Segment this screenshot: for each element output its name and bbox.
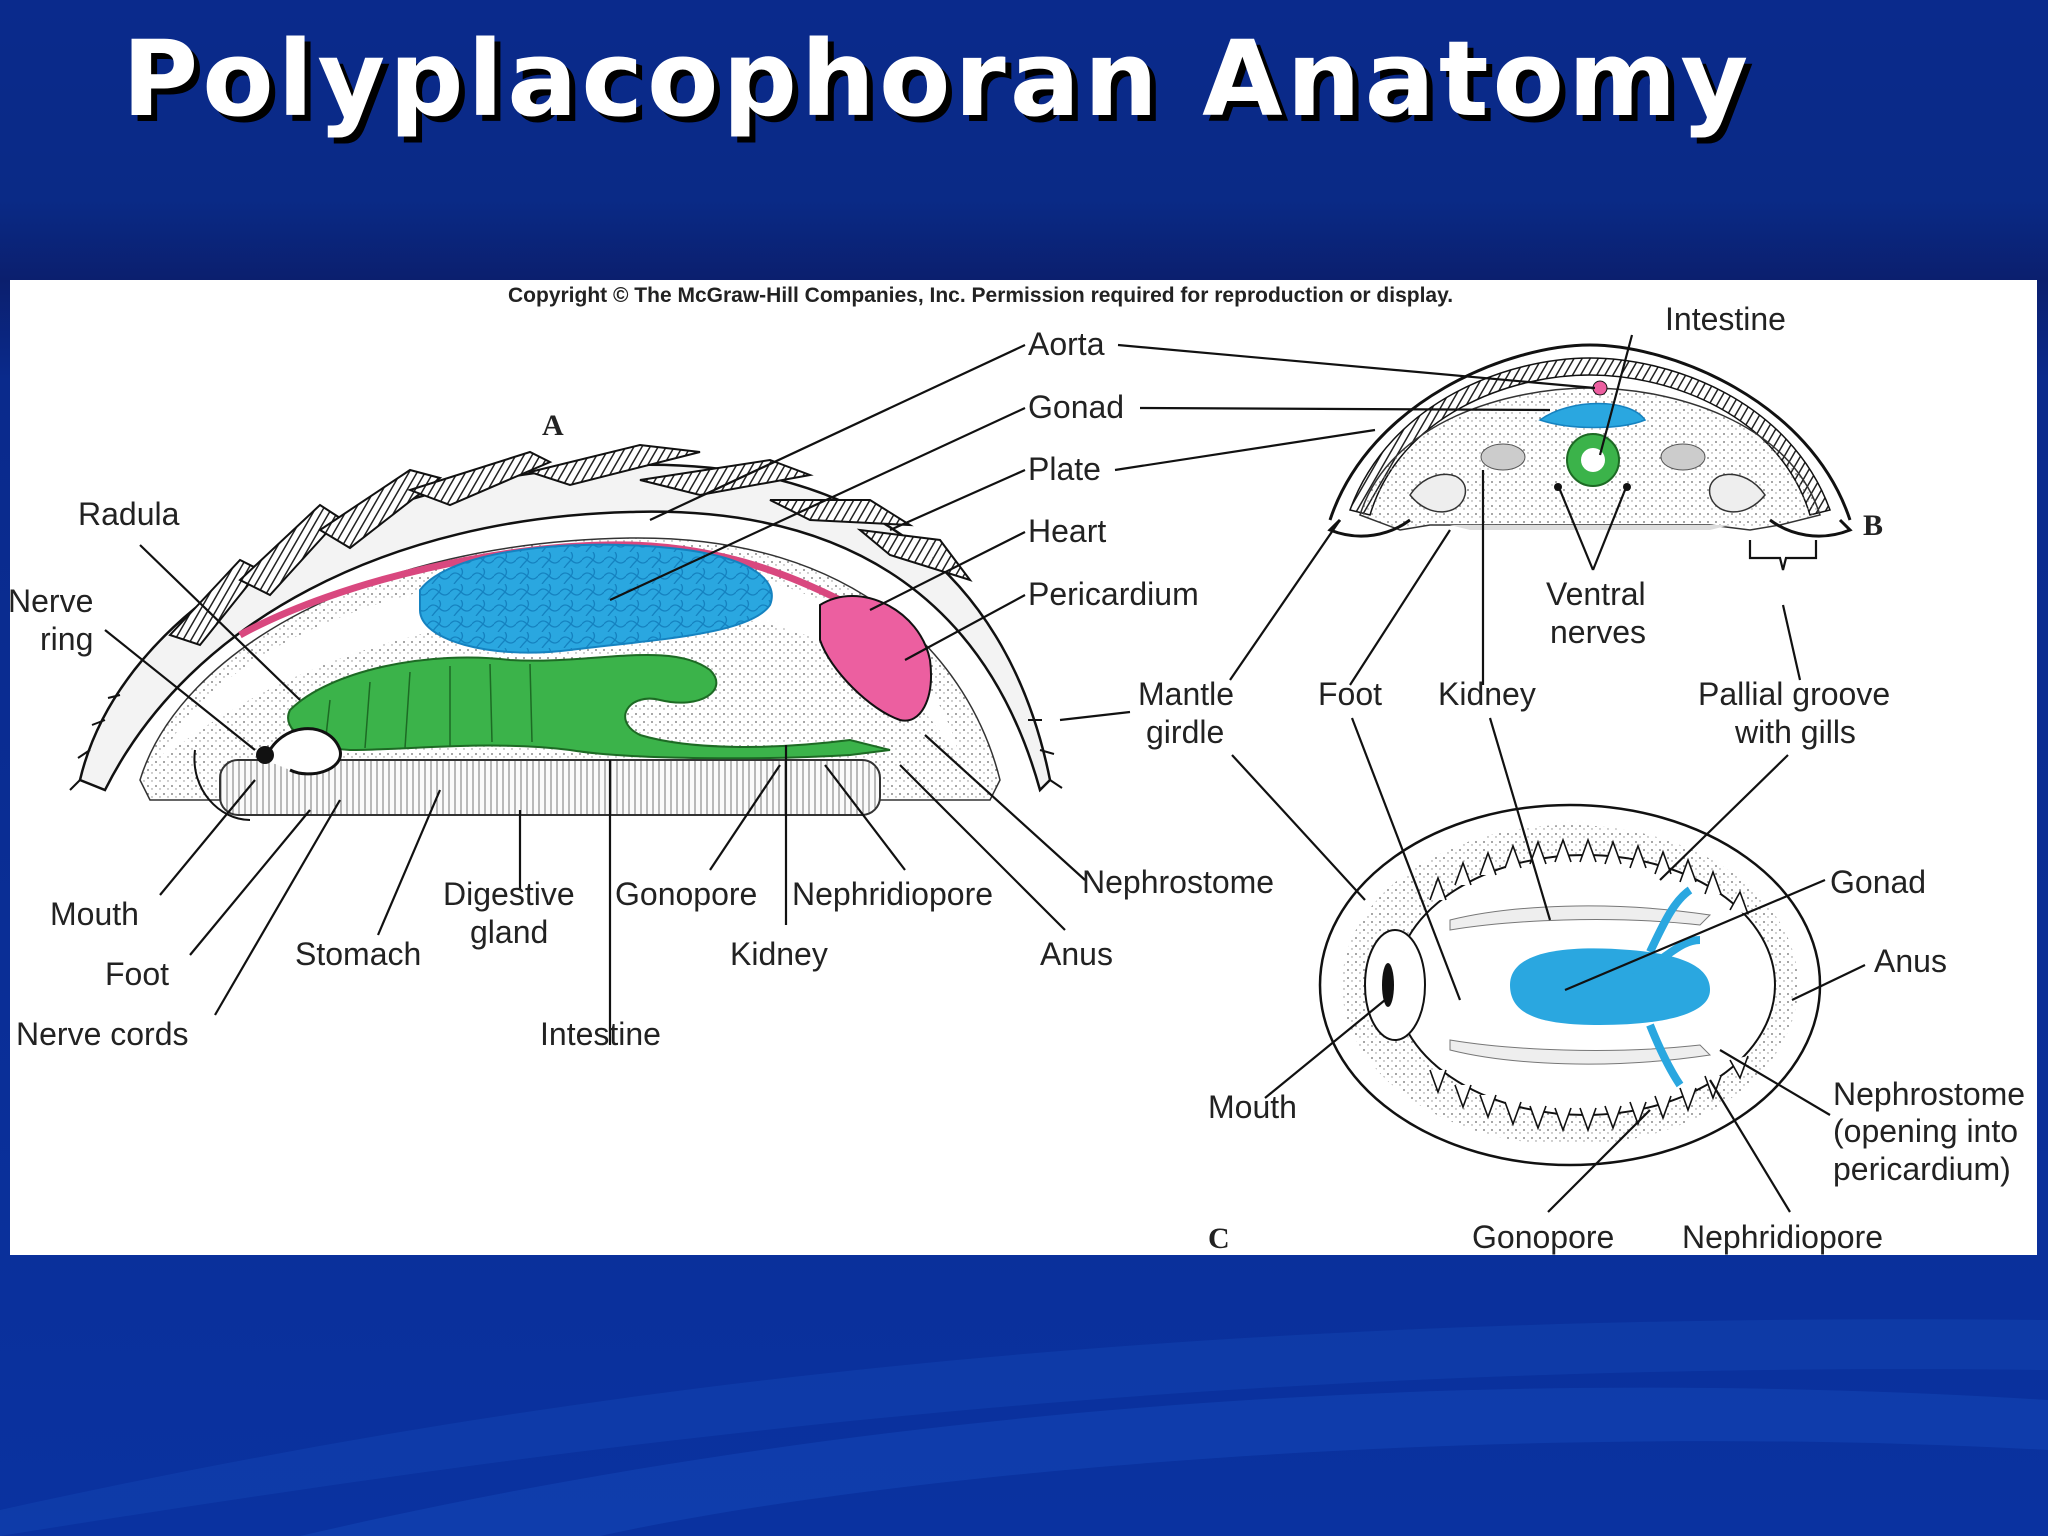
label-nephrostome-c-2: (opening into [1833,1113,2018,1149]
label-radula: Radula [78,496,180,532]
label-nerve-cords: Nerve cords [16,1016,189,1052]
panel-a-letter: A [542,409,564,442]
label-digestive-gland-2: gland [470,914,548,950]
label-nephridiopore-c: Nephridiopore [1682,1219,1883,1255]
slide-title: Polyplacophoran Anatomy [122,18,1753,140]
label-digestive-gland-1: Digestive [443,876,575,912]
label-mantle-girdle-1: Mantle [1138,676,1234,712]
anatomy-figure: Copyright © The McGraw-Hill Companies, I… [10,280,2037,1255]
panel-b-cross-section: B [1114,301,1890,750]
label-mouth-c: Mouth [1208,1089,1297,1125]
label-kidney-b: Kidney [1438,676,1536,712]
copyright-text: Copyright © The McGraw-Hill Companies, I… [508,284,1453,307]
label-foot-a: Foot [105,956,169,992]
panel-c-letter: C [1208,1222,1230,1255]
label-pericardium: Pericardium [1028,576,1199,612]
label-nerve-ring-2: ring [40,621,93,657]
label-intestine-b: Intestine [1665,301,1786,337]
label-nephridiopore-a: Nephridiopore [792,876,993,912]
label-plate: Plate [1028,451,1101,487]
panel-c-leader-lines [1231,717,1866,1213]
shell-plates [168,443,973,647]
anatomy-diagram: Copyright © The McGraw-Hill Companies, I… [10,284,2025,1255]
panel-b-leader-lines [1114,334,1818,686]
label-nerve-ring-1: Nerve [10,583,93,619]
label-gonad-a: Gonad [1028,389,1124,425]
label-nephrostome-c-3: pericardium) [1833,1151,2011,1187]
label-stomach: Stomach [295,936,421,972]
label-ventral-nerves-1: Ventral [1546,576,1646,612]
label-kidney-a: Kidney [730,936,828,972]
gill-teeth [1429,837,1749,1133]
label-gonad-c: Gonad [1830,864,1926,900]
label-pallial-groove-1: Pallial groove [1698,676,1890,712]
label-foot-b: Foot [1318,676,1382,712]
label-pallial-groove-2: with gills [1734,714,1856,750]
label-mouth-a: Mouth [50,896,139,932]
label-mantle-girdle-2: girdle [1146,714,1224,750]
label-ventral-nerves-2: nerves [1550,614,1646,650]
label-anus-c: Anus [1874,943,1947,979]
label-anus-a: Anus [1040,936,1113,972]
label-heart: Heart [1028,513,1106,549]
label-aorta: Aorta [1028,326,1105,362]
label-gonopore-c: Gonopore [1472,1219,1614,1255]
background-swoosh [0,1250,2048,1536]
panel-b-letter: B [1863,509,1883,542]
label-nephrostome-c-1: Nephrostome [1833,1076,2025,1112]
panel-a-chiton-lateral: A [10,326,1274,1052]
panel-a-leader-lines [104,344,1131,1045]
label-intestine-a: Intestine [540,1016,661,1052]
label-nephrostome-a: Nephrostome [1082,864,1274,900]
panel-c-ventral-view: C Gon [1208,717,2025,1255]
label-gonopore-a: Gonopore [615,876,757,912]
